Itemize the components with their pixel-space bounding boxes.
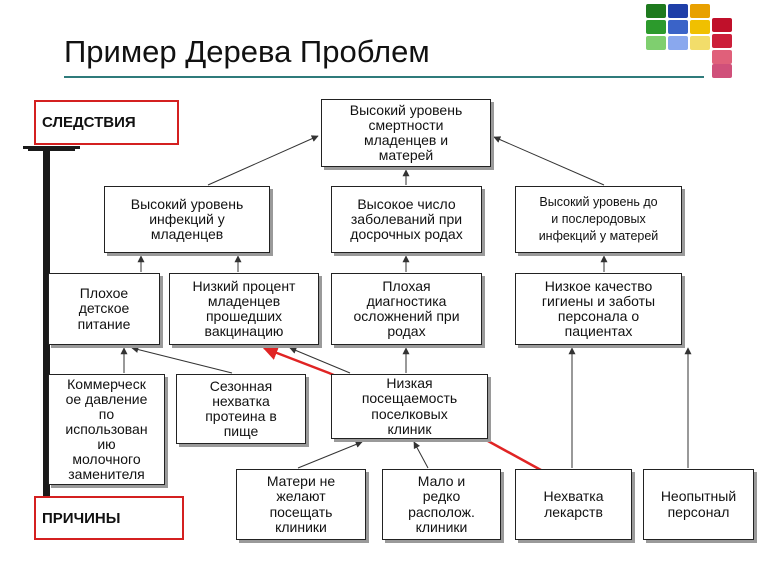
logo-tile xyxy=(712,34,732,48)
logo-tile xyxy=(668,20,688,34)
logo-tile xyxy=(690,4,710,18)
logo-tile xyxy=(712,50,732,64)
cause-mothers-unwilling: Матери не желают посещать клиники xyxy=(236,469,366,540)
logo-tiles xyxy=(646,2,740,78)
arrow xyxy=(413,441,429,469)
cause-poor-nutrition: Плохое детское питание xyxy=(48,273,160,345)
logo-tile xyxy=(712,18,732,32)
effects-label: СЛЕДСТВИЯ xyxy=(34,100,179,145)
arrow xyxy=(207,135,319,186)
cause-inexperienced-staff: Неопытный персонал xyxy=(643,469,754,540)
logo-tile xyxy=(646,4,666,18)
logo-tile xyxy=(668,36,688,50)
causes-label: ПРИЧИНЫ xyxy=(34,496,184,540)
arrow xyxy=(297,441,363,469)
cause-poor-diagnosis: Плохая диагностика осложнений при родах xyxy=(331,273,482,345)
vertical-axis-line xyxy=(43,148,50,498)
cause-low-attendance: Низкая посещаемость поселковых клиник xyxy=(331,374,488,439)
cause-seasonal-protein: Сезонная нехватка протеина в пище xyxy=(176,374,306,444)
top-problem-box: Высокий уровень смертности младенцев и м… xyxy=(321,99,491,167)
logo-tile xyxy=(690,20,710,34)
logo-tile xyxy=(712,64,732,78)
arrow xyxy=(493,136,605,186)
cause-medicine-shortage: Нехватка лекарств xyxy=(515,469,632,540)
cause-few-clinics: Мало и редко располож. клиники xyxy=(382,469,501,540)
logo-tile xyxy=(646,36,666,50)
title-rule xyxy=(64,76,704,78)
logo-tile xyxy=(690,36,710,50)
logo-tile xyxy=(646,20,666,34)
cause-commercial-pressure: Коммерческ ое давление по использован ию… xyxy=(48,374,165,485)
axis-top-bar xyxy=(28,149,75,151)
arrow xyxy=(289,347,351,374)
arrow xyxy=(131,346,233,374)
effect-postpartum-infections: Высокий уровень до и послеродовых инфекц… xyxy=(515,186,682,253)
cause-low-vaccination: Низкий процент младенцев прошедших вакци… xyxy=(169,273,319,345)
effect-infant-infections: Высокий уровень инфекций у младенцев xyxy=(104,186,270,253)
page-title: Пример Дерева Проблем xyxy=(64,34,430,69)
cause-low-hygiene: Низкое качество гигиены и заботы персона… xyxy=(515,273,682,345)
logo-tile xyxy=(668,4,688,18)
axis-top-bar xyxy=(23,146,80,149)
effect-preterm-disease: Высокое число заболеваний при досрочных … xyxy=(331,186,482,253)
